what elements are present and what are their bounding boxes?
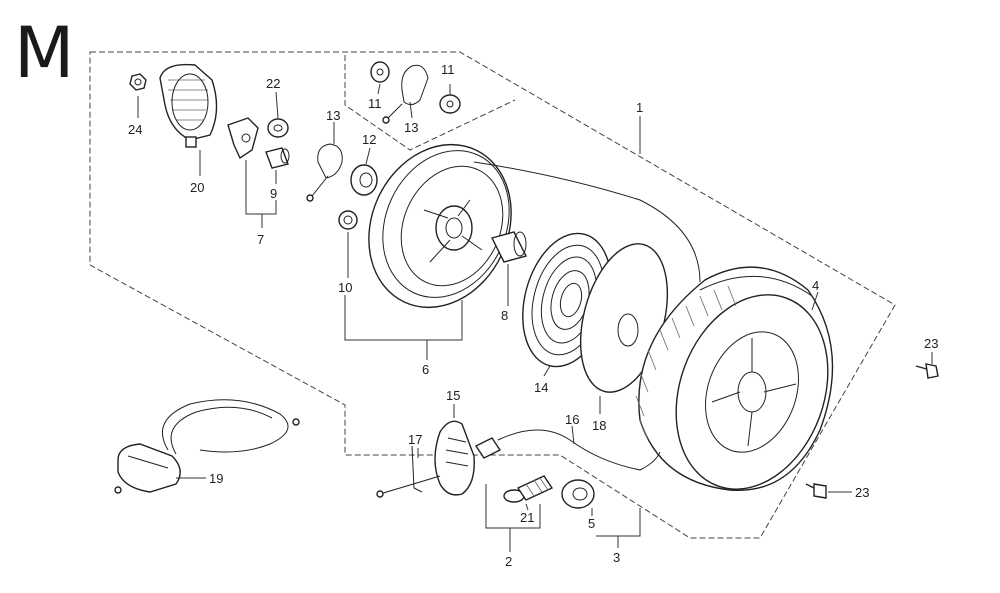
part-15-grip xyxy=(434,420,502,496)
callout-19: 19 xyxy=(209,471,223,486)
part-8-collar xyxy=(490,231,528,263)
callout-17: 17 xyxy=(408,432,422,447)
callout-15: 15 xyxy=(446,388,460,403)
part-24-nut xyxy=(129,73,147,91)
callout-8: 8 xyxy=(501,308,508,323)
callout-1: 1 xyxy=(636,100,643,115)
callout-11-right: 11 xyxy=(441,62,455,77)
part-17-rope-end xyxy=(376,445,441,498)
part-9-collar xyxy=(265,147,290,169)
callout-4: 4 xyxy=(812,278,819,293)
callout-7: 7 xyxy=(257,232,264,247)
part-22-washer xyxy=(267,118,289,138)
callout-3: 3 xyxy=(613,550,620,565)
callout-12: 12 xyxy=(362,132,376,147)
callout-20: 20 xyxy=(190,180,204,195)
part-16-rope xyxy=(497,429,661,471)
part-13-spring-top xyxy=(382,64,429,124)
part-10-bushing xyxy=(338,210,358,230)
starter-rope xyxy=(473,161,701,283)
callout-13-top: 13 xyxy=(404,120,418,135)
callout-18: 18 xyxy=(592,418,606,433)
part-21-pin xyxy=(503,475,554,503)
callout-23-right: 23 xyxy=(924,336,938,351)
callout-21: 21 xyxy=(520,510,534,525)
callout-16: 16 xyxy=(565,412,579,427)
part-12-bearing xyxy=(350,164,378,196)
callout-labels: 24 20 22 9 7 11 13 11 13 12 10 1 4 8 6 1… xyxy=(128,62,938,569)
part-11-washer-right xyxy=(439,94,461,114)
callout-24: 24 xyxy=(128,122,142,137)
callout-13-left: 13 xyxy=(326,108,340,123)
assembly-outline xyxy=(89,51,896,539)
part-5-bushing xyxy=(561,479,595,509)
part-6-reel xyxy=(368,143,512,309)
part-4-starter-case xyxy=(635,266,834,492)
part-23-bolt-right xyxy=(915,363,939,379)
part-20-guard xyxy=(159,63,218,148)
callout-6: 6 xyxy=(422,362,429,377)
callout-10: 10 xyxy=(338,280,352,295)
part-11-washer-left xyxy=(370,61,390,83)
leader-lines xyxy=(137,83,933,552)
part-23-bolt-bottom xyxy=(805,483,827,499)
section-letter: M xyxy=(14,12,75,94)
callout-23-bottom: 23 xyxy=(855,485,869,500)
part-13-spring-left xyxy=(306,143,343,202)
callout-14: 14 xyxy=(534,380,548,395)
part-19-grip-rope xyxy=(114,399,300,494)
callout-2: 2 xyxy=(505,554,512,569)
callout-11-left: 11 xyxy=(368,96,382,111)
callout-5: 5 xyxy=(588,516,595,531)
callout-9: 9 xyxy=(270,186,277,201)
part-7-pawl xyxy=(227,117,259,160)
callout-22: 22 xyxy=(266,76,280,91)
